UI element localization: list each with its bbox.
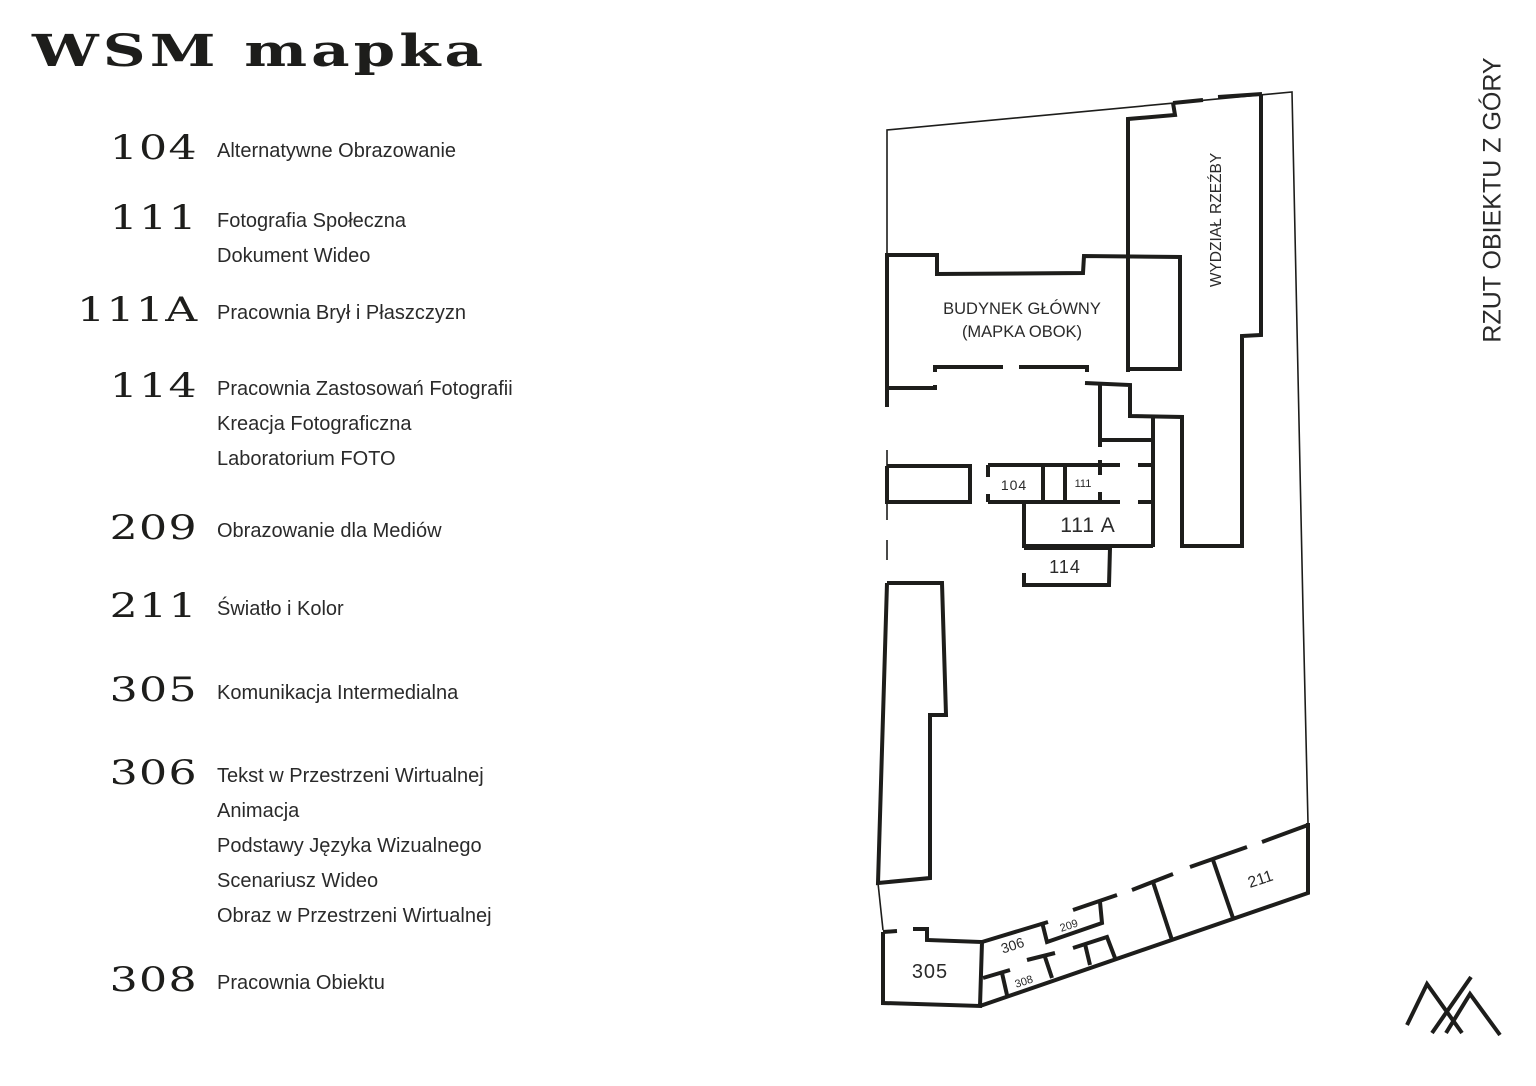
room-number: 104 xyxy=(109,128,198,168)
subject-list: Pracownia Brył i Płaszczyzn xyxy=(217,296,466,331)
room-number: 308 xyxy=(109,960,198,1000)
room-number: 111A xyxy=(76,290,198,330)
subject-list: Alternatywne Obrazowanie xyxy=(217,134,456,169)
subject-name: Obraz w Przestrzeni Wirtualnej xyxy=(217,905,492,927)
page-title: WSM mapka xyxy=(32,26,488,77)
building-wall xyxy=(933,365,1003,372)
building-wall xyxy=(1172,98,1204,105)
building-wall xyxy=(885,464,972,504)
room-111-label[interactable]: 111 xyxy=(1075,478,1092,490)
building-wall xyxy=(1072,893,1118,912)
building-wall xyxy=(1072,934,1117,959)
main-building-label[interactable]: BUDYNEK GŁÓWNY xyxy=(943,299,1101,318)
building-wall xyxy=(1217,92,1263,99)
subject-name: Animacja xyxy=(217,800,300,822)
subject-name: Kreacja Fotograficzna xyxy=(217,413,412,435)
subject-name: Alternatywne Obrazowanie xyxy=(217,140,457,162)
subject-name: Pracownia Zastosowań Fotografii xyxy=(217,378,513,400)
room-209-label[interactable]: 209 xyxy=(1058,918,1079,935)
building-wall xyxy=(1126,102,1178,372)
room-number: 114 xyxy=(109,366,198,406)
site-boundary-line xyxy=(877,882,884,931)
room-211-label[interactable]: 211 xyxy=(1246,868,1276,892)
building-wall xyxy=(1211,859,1235,919)
building-wall xyxy=(1000,972,1009,996)
room-number: 209 xyxy=(109,508,198,548)
building-wall xyxy=(882,929,898,934)
subject-name: Pracownia Brył i Płaszczyzn xyxy=(217,302,466,324)
room-number: 306 xyxy=(109,753,198,793)
building-wall xyxy=(1084,94,1263,548)
building-wall xyxy=(979,823,1310,1008)
building-wall xyxy=(1022,546,1113,587)
building-wall xyxy=(981,920,1049,944)
building-wall xyxy=(887,385,937,390)
building-wall xyxy=(1040,901,1105,945)
building-wall xyxy=(1043,956,1054,979)
subject-name: Komunikacja Intermedialna xyxy=(217,682,459,704)
building-wall xyxy=(982,968,1011,980)
subject-name: Tekst w Przestrzeni Wirtualnej xyxy=(217,765,484,787)
logo-mountains-icon xyxy=(1405,975,1502,1037)
subject-list: Światło i Kolor xyxy=(217,592,344,627)
building-wall xyxy=(1083,943,1092,966)
main-building-sublabel: (MAPKA OBOK) xyxy=(962,323,1082,341)
room-306-label[interactable]: 306 xyxy=(999,934,1026,957)
room-111a-label[interactable]: 111 A xyxy=(1060,514,1116,537)
building-wall xyxy=(885,253,1182,407)
building-wall xyxy=(1026,951,1056,962)
subject-name: Światło i Kolor xyxy=(217,598,344,620)
building-wall xyxy=(1131,872,1174,892)
room-305-label[interactable]: 305 xyxy=(912,961,948,983)
sculpture-dept-label[interactable]: WYDZIAŁ RZEŹBY xyxy=(1208,153,1225,287)
subject-name: Laboratorium FOTO xyxy=(217,448,396,470)
subject-list: Komunikacja Intermedialna xyxy=(217,676,458,711)
subject-name: Podstawy Języka Wizualnego xyxy=(217,835,482,857)
room-number: 305 xyxy=(109,670,198,710)
building-wall xyxy=(1019,365,1089,372)
room-308-label[interactable]: 308 xyxy=(1013,974,1034,991)
subject-name: Obrazowanie dla Mediów xyxy=(217,520,442,542)
subject-name: Dokument Wideo xyxy=(217,245,371,267)
building-wall xyxy=(1151,881,1174,941)
building-wall xyxy=(875,581,949,886)
room-104-label[interactable]: 104 xyxy=(1001,477,1027,493)
subject-name: Scenariusz Wideo xyxy=(217,870,379,892)
subject-name: Pracownia Obiektu xyxy=(217,972,385,994)
subject-list: Obrazowanie dla Mediów xyxy=(217,514,442,549)
room-number: 111 xyxy=(109,198,198,238)
subject-list: Pracownia Obiektu xyxy=(217,966,385,1001)
room-number: 211 xyxy=(109,586,198,626)
room-114-label[interactable]: 114 xyxy=(1049,557,1081,577)
building-wall xyxy=(1261,823,1309,844)
site-boundary-line xyxy=(886,91,1309,824)
subject-name: Fotografia Społeczna xyxy=(217,210,407,232)
building-wall xyxy=(1189,845,1248,869)
